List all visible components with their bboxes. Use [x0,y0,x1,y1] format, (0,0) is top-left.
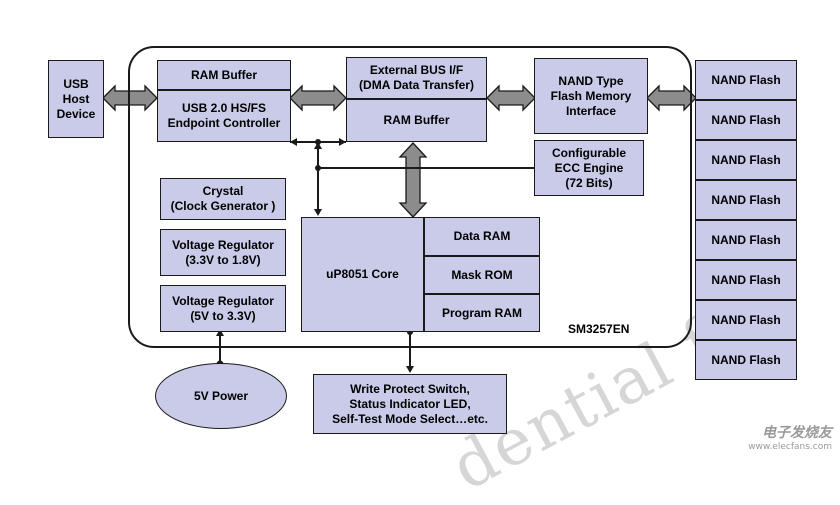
site-logo: 电子发烧友 www.elecfans.com [748,422,832,452]
power-source: 5V Power [155,363,287,429]
logo-url: www.elecfans.com [748,442,832,452]
logo-text: 电子发烧友 [762,425,832,441]
voltage-regulator-1: Voltage Regulator (3.3V to 1.8V) [160,229,286,276]
ecc-engine: Configurable ECC Engine (72 Bits) [534,140,644,196]
usb-host-device: USB Host Device [48,60,104,138]
peripherals-box: Write Protect Switch, Status Indicator L… [313,374,507,434]
data-ram: Data RAM [424,217,540,256]
voltage-regulator-2: Voltage Regulator (5V to 3.3V) [160,285,286,332]
crystal-clock-generator: Crystal (Clock Generator ) [160,178,286,220]
chip-name: SM3257EN [568,322,630,336]
ram-buffer-usb: RAM Buffer [157,60,291,90]
nand-flash-8: NAND Flash [695,340,797,380]
external-bus-interface: External BUS I/F (DMA Data Transfer) [346,57,487,99]
ram-buffer-bus: RAM Buffer [346,99,487,142]
nand-flash-1: NAND Flash [695,60,797,100]
nand-flash-6: NAND Flash [695,260,797,300]
chip-outline [128,46,692,348]
nand-flash-7: NAND Flash [695,300,797,340]
nand-flash-4: NAND Flash [695,180,797,220]
up8051-core: uP8051 Core [301,217,424,332]
nand-flash-5: NAND Flash [695,220,797,260]
nand-flash-2: NAND Flash [695,100,797,140]
nand-flash-interface: NAND Type Flash Memory Interface [534,58,648,134]
nand-flash-3: NAND Flash [695,140,797,180]
usb-endpoint-controller: USB 2.0 HS/FS Endpoint Controller [157,90,291,142]
mask-rom: Mask ROM [424,256,540,294]
program-ram: Program RAM [424,294,540,332]
connection-layer [102,84,697,373]
